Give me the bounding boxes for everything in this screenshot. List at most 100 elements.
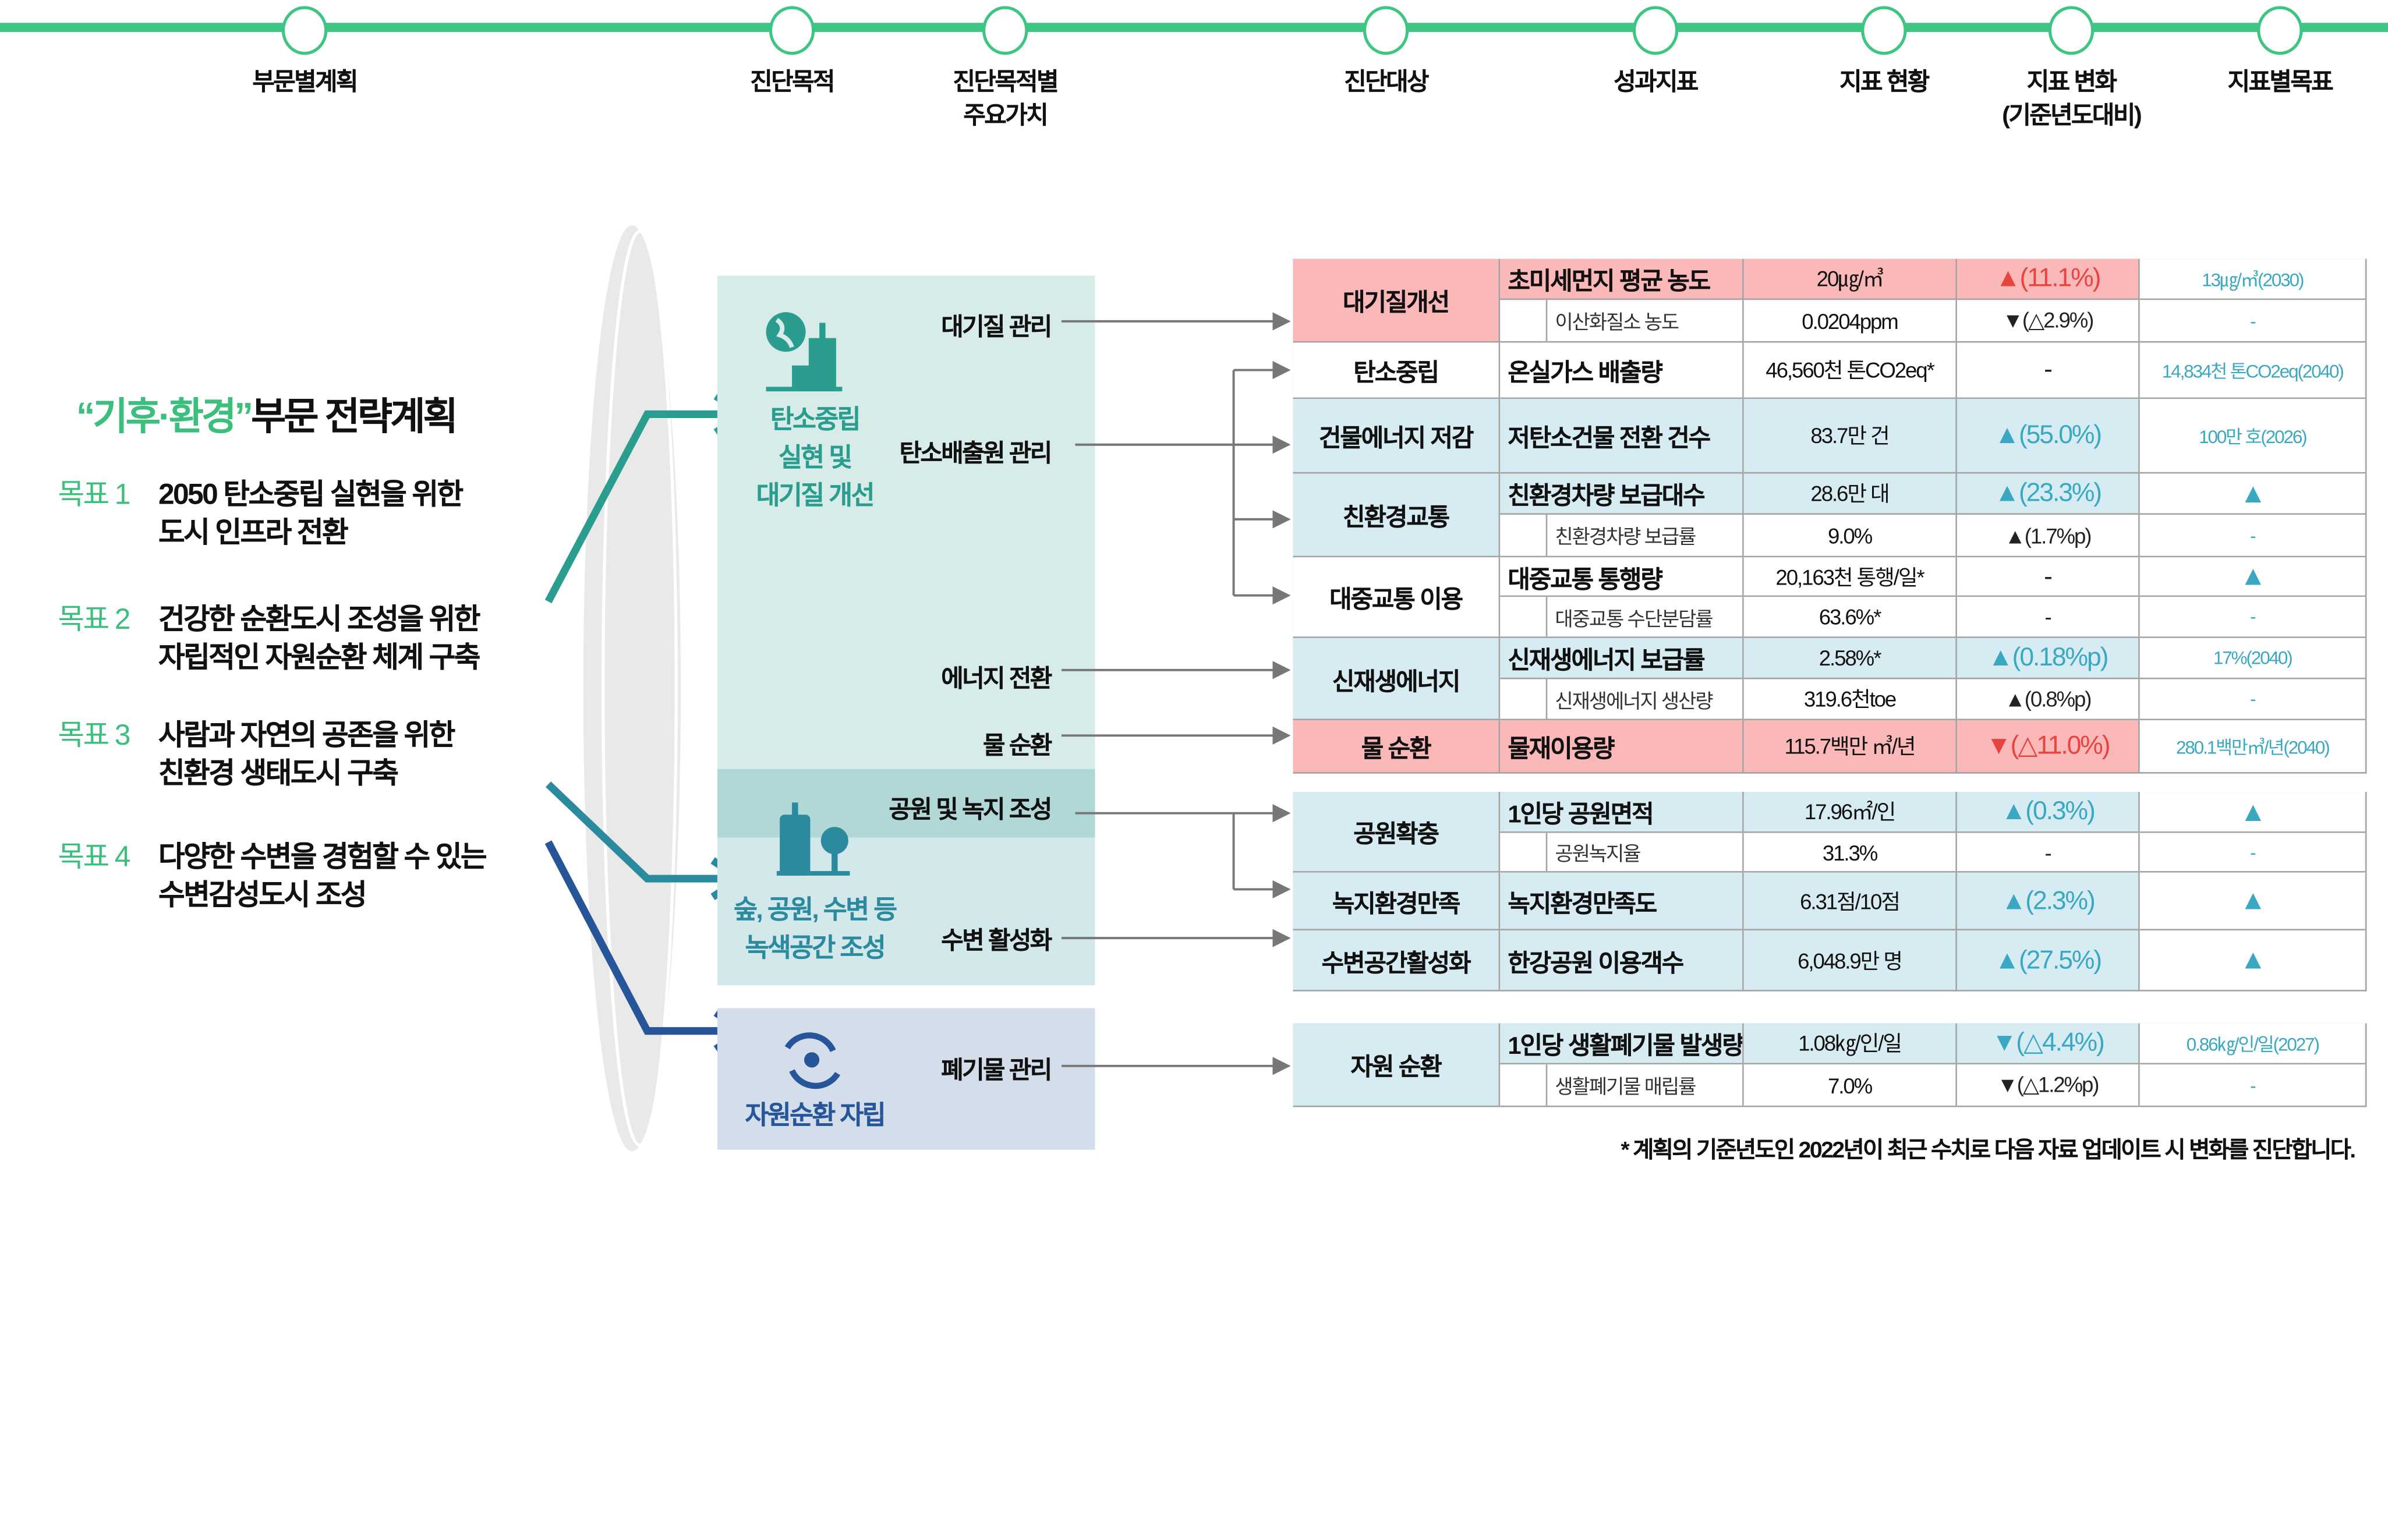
value-cell: 20,163천 통행/일* <box>1743 557 1957 597</box>
target-cell: - <box>2139 300 2367 343</box>
value-cell: 2.58%* <box>1743 638 1957 679</box>
value-cell: 6.31점/10점 <box>1743 872 1957 931</box>
timeline-node <box>2257 6 2303 55</box>
target-cell: 14,834천 톤CO2eq(2040) <box>2139 342 2367 399</box>
timeline-stage-label: 부문별계획 <box>252 70 358 96</box>
indicator-cell: 1인당 공원면적 <box>1500 792 1744 833</box>
category-cell: 대기질개선 <box>1293 259 1501 343</box>
timeline-stage-label: 진단목적별 주요가치 <box>953 70 1059 130</box>
change-cell: ▲(55.0%) <box>1957 399 2140 474</box>
timeline-stage-label: 진단대상 <box>1344 70 1429 96</box>
timeline-stage-label: 지표 현황 <box>1839 70 1930 96</box>
value-cell: 28.6만 대 <box>1743 473 1957 515</box>
goal-label: 목표 1 <box>58 479 130 512</box>
goal-text: 다양한 수변을 경험할 수 있는 수변감성도시 조성 <box>158 842 487 912</box>
goal-label: 목표 4 <box>58 842 130 875</box>
change-cell: ▼(△1.2%p) <box>1957 1064 2140 1107</box>
timeline-stage-label: 성과지표 <box>1614 70 1699 96</box>
change-cell: ▼(△4.4%) <box>1957 1023 2140 1065</box>
target-cell: 100만 호(2026) <box>2139 399 2367 474</box>
indicator-cell: 생활폐기물 매립률 <box>1500 1064 1744 1107</box>
value-cell: 83.7만 건 <box>1743 399 1957 474</box>
value-cell: 9.0% <box>1743 515 1957 558</box>
value-item: 탄소배출원 관리 <box>899 441 1052 468</box>
goal-item: 목표 4 다양한 수변을 경험할 수 있는 수변감성도시 조성 <box>58 839 487 915</box>
indicator-cell: 신재생에너지 보급률 <box>1500 638 1744 679</box>
category-cell: 탄소중립 <box>1293 342 1501 399</box>
timeline-stage-label: 지표 변화 (기준년도대비) <box>2002 70 2142 130</box>
timeline-node <box>2048 6 2095 55</box>
category-cell: 공원확충 <box>1293 792 1501 873</box>
category-cell: 건물에너지 저감 <box>1293 399 1501 474</box>
goal-label: 목표 2 <box>58 604 130 637</box>
goal-item: 목표 1 2050 탄소중립 실현을 위한 도시 인프라 전환 <box>58 477 464 553</box>
change-cell: ▲(0.18%p) <box>1957 638 2140 679</box>
goal-arrow-1 <box>544 410 739 604</box>
change-cell: - <box>1957 342 2140 399</box>
change-cell: - <box>1957 597 2140 638</box>
change-cell: ▲(0.8%p) <box>1957 679 2140 721</box>
value-cell: 1.08㎏/인/일 <box>1743 1023 1957 1065</box>
target-cell: - <box>2139 679 2367 721</box>
target-cell: ▲ <box>2139 473 2367 515</box>
goal-text: 건강한 순환도시 조성을 위한 자립적인 자원순환 체계 구축 <box>158 604 480 675</box>
timeline-node <box>1861 6 1907 55</box>
value-item: 공원 및 녹지 조성 <box>889 798 1052 824</box>
indicator-cell: 대중교통 통행량 <box>1500 557 1744 597</box>
target-cell: 280.1백만㎥/년(2040) <box>2139 720 2367 774</box>
timeline-stage-label: 지표별목표 <box>2227 70 2334 96</box>
timeline-node <box>982 6 1028 55</box>
category-cell: 녹지환경만족 <box>1293 872 1501 931</box>
category-cell: 수변공간활성화 <box>1293 930 1501 992</box>
category-cell: 물 순환 <box>1293 720 1501 774</box>
indicator-cell: 친환경차량 보급대수 <box>1500 473 1744 515</box>
change-cell: - <box>1957 833 2140 873</box>
target-cell: 17%(2040) <box>2139 638 2367 679</box>
indicator-cell: 1인당 생활폐기물 발생량 <box>1500 1023 1744 1065</box>
timeline-node <box>1363 6 1409 55</box>
timeline-line <box>0 23 2388 32</box>
timeline-node <box>281 6 328 55</box>
category-cell: 신재생에너지 <box>1293 638 1501 721</box>
target-cell: ▲ <box>2139 930 2367 992</box>
value-cell: 31.3% <box>1743 833 1957 873</box>
timeline-node <box>1632 6 1679 55</box>
change-cell: ▼(△11.0%) <box>1957 720 2140 774</box>
lens-highlight <box>602 229 678 1147</box>
target-cell: ▲ <box>2139 792 2367 833</box>
recycle-icon <box>784 1032 840 1089</box>
indicator-cell: 공원녹지율 <box>1500 833 1744 873</box>
change-cell: ▲(27.5%) <box>1957 930 2140 992</box>
category-cell: 대중교통 이용 <box>1293 557 1501 638</box>
indicator-cell: 녹지환경만족도 <box>1500 872 1744 931</box>
target-cell: ▲ <box>2139 872 2367 931</box>
timeline-node <box>769 6 815 55</box>
indicator-cell: 저탄소건물 전환 건수 <box>1500 399 1744 474</box>
change-cell: ▲(23.3%) <box>1957 473 2140 515</box>
value-title: 숲, 공원, 수변 등 녹색공간 조성 <box>734 895 897 962</box>
value-cell: 46,560천 톤CO2eq* <box>1743 342 1957 399</box>
value-item: 폐기물 관리 <box>941 1058 1052 1085</box>
title-quote: “기후·환경” <box>76 396 253 439</box>
indicator-cell: 이산화질소 농도 <box>1500 300 1744 343</box>
value-cell: 63.6%* <box>1743 597 1957 638</box>
indicator-cell: 한강공원 이용객수 <box>1500 930 1744 992</box>
goal-text: 2050 탄소중립 실현을 위한 도시 인프라 전환 <box>158 479 464 550</box>
target-cell: 13㎍/㎥(2030) <box>2139 259 2367 300</box>
indicator-cell: 물재이용량 <box>1500 720 1744 774</box>
indicator-cell: 대중교통 수단분담률 <box>1500 597 1744 638</box>
indicator-cell: 온실가스 배출량 <box>1500 342 1744 399</box>
goal-label: 목표 3 <box>58 720 130 753</box>
value-box-recycle <box>717 1008 1095 1150</box>
change-cell: ▲(2.3%) <box>1957 872 2140 931</box>
target-cell: - <box>2139 833 2367 873</box>
goal-item: 목표 2 건강한 순환도시 조성을 위한 자립적인 자원순환 체계 구축 <box>58 601 480 678</box>
value-cell: 319.6천toe <box>1743 679 1957 721</box>
target-cell: - <box>2139 1064 2367 1107</box>
indicator-cell: 친환경차량 보급률 <box>1500 515 1744 558</box>
value-cell: 0.0204ppm <box>1743 300 1957 343</box>
goal-arrow-2 <box>546 781 736 883</box>
